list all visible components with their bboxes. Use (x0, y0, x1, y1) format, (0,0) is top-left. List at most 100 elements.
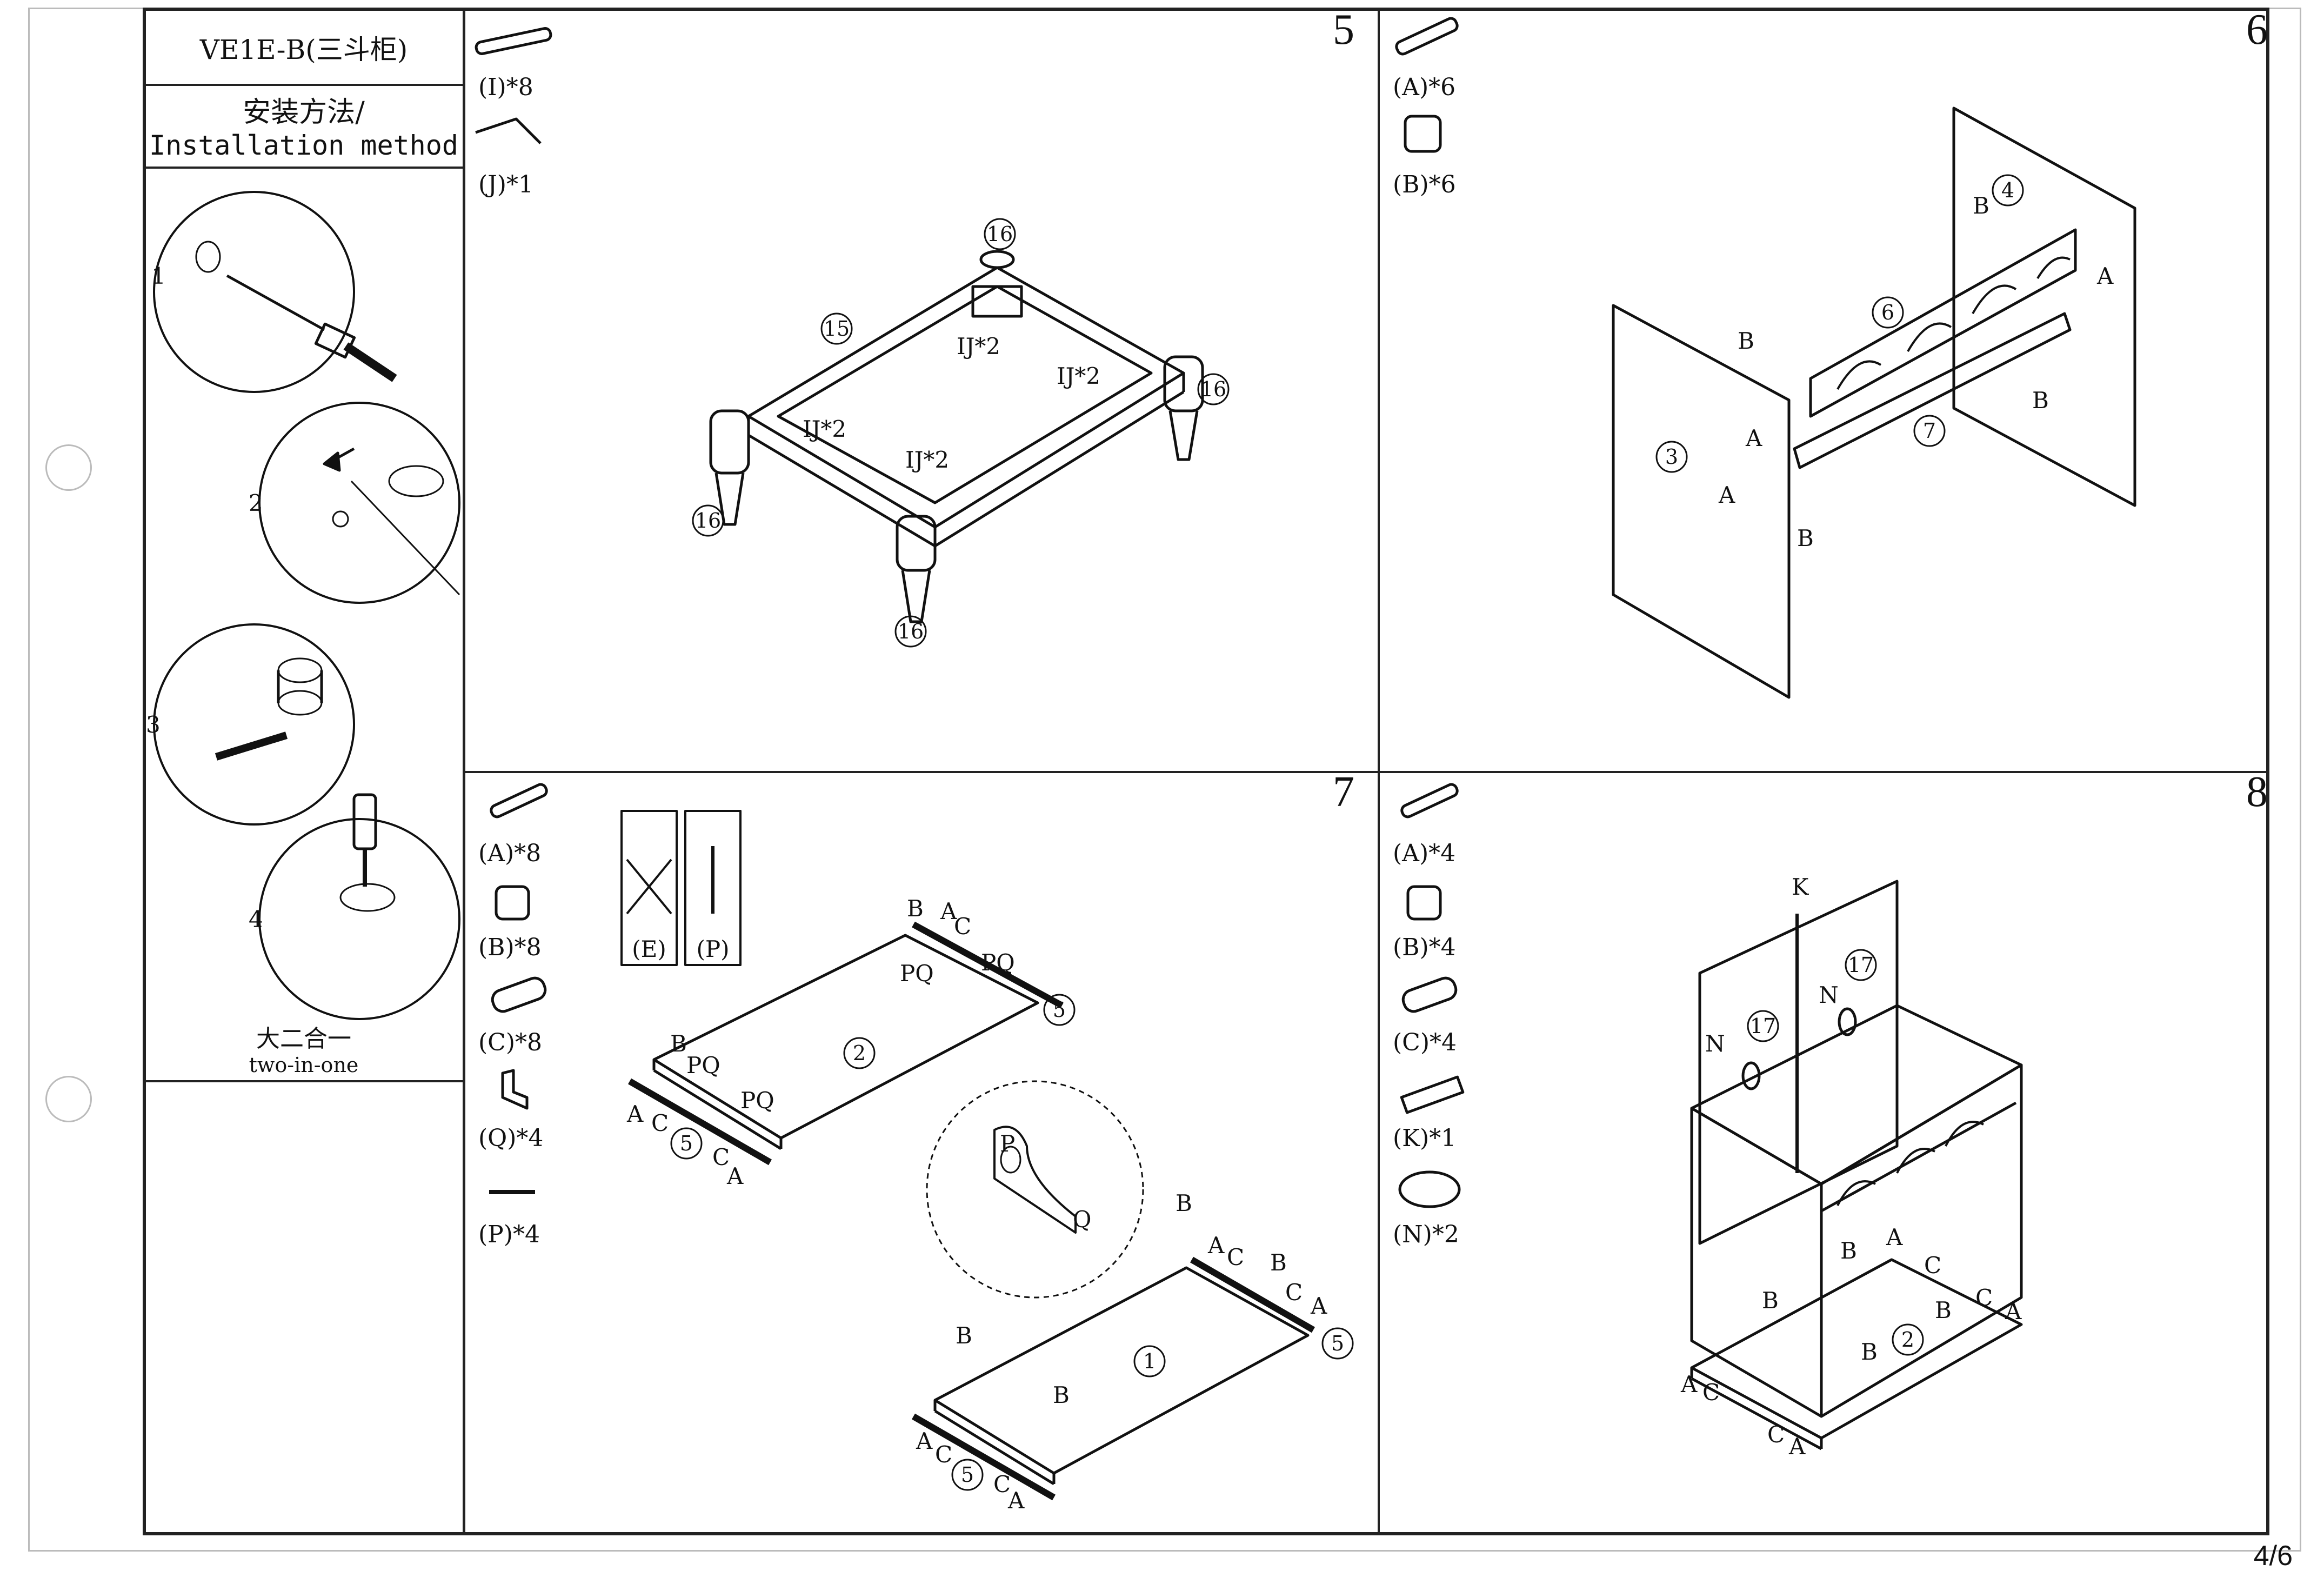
part-i-label: (I)*8 (478, 74, 533, 101)
s6-a-label-2: A (1745, 425, 1762, 451)
sidebar-divider-3 (143, 1080, 465, 1082)
step-number-7: 7 (1333, 768, 1354, 816)
s7-b-5: B (956, 1322, 972, 1349)
s7-part-2: 2 (853, 1041, 866, 1065)
s7-part-b-label: (B)*8 (478, 934, 542, 961)
s5-part-16-top: 16 (987, 222, 1013, 246)
caption-en: two-in-one (249, 1053, 359, 1077)
s5-part-16-right: 16 (1200, 377, 1226, 401)
s7-pq-4: PQ (740, 1087, 774, 1114)
detail-step-1-label: 1 (151, 263, 166, 289)
s7-c-6: C (935, 1441, 952, 1468)
allen-key-j-icon (475, 117, 542, 144)
s8-b-2: B (1840, 1237, 1857, 1264)
s8-n-label-2: N (1705, 1030, 1725, 1057)
s7-pq-1: PQ (900, 960, 934, 987)
s6-b-label-3: B (1797, 525, 1814, 551)
s8-part-n-label: (N)*2 (1393, 1221, 1459, 1248)
s6-part-b-label: (B)*6 (1393, 171, 1456, 198)
s7-part-c-label: (C)*8 (478, 1029, 542, 1056)
detail-circle-4: 4 (249, 793, 460, 1020)
s7-p-detail: P (1000, 1130, 1015, 1157)
s8-dowel-icon (1401, 976, 1458, 1013)
s6-b-label-2: B (1738, 328, 1754, 354)
s8-cam-bolt-icon (1400, 783, 1459, 818)
s7-c-4: C (1227, 1244, 1244, 1270)
s8-c-3: C (1702, 1379, 1720, 1406)
step-number-8: 8 (2246, 768, 2268, 816)
method-title-en: Installation method (149, 130, 458, 161)
s8-c-2: C (1975, 1284, 1993, 1311)
s7-pq-2: PQ (981, 949, 1015, 976)
s8-b-3: B (1935, 1297, 1952, 1323)
s8-part-k-label: (K)*1 (1393, 1124, 1457, 1152)
s8-k-label: K (1792, 874, 1809, 900)
s8-a-2: A (2005, 1298, 2022, 1325)
part-j-label: (J)*1 (478, 171, 533, 198)
detail-step-3-label: 3 (146, 711, 161, 738)
s7-cam-bolt-icon (490, 783, 548, 818)
step-6-illustration: 3 4 6 7 B A B A A B B (1395, 17, 2136, 699)
s8-part-b-label: (B)*4 (1393, 934, 1456, 961)
detail-circle-3: 3 (146, 623, 355, 826)
s7-cam-lock-icon (495, 885, 530, 921)
s7-a-1: A (940, 898, 957, 924)
dowel-c-icon (491, 976, 547, 1013)
s5-part-16-bottom: 16 (898, 620, 924, 643)
binder-hole-bottom (45, 1076, 92, 1122)
s6-a-label-1: A (2096, 263, 2114, 289)
s8-b-4: B (1861, 1339, 1878, 1365)
rail-k-icon (1400, 1075, 1465, 1114)
divider-sidebar (463, 8, 465, 1535)
s8-a-4: A (1788, 1433, 1806, 1460)
caption-cn: 大二合一 (256, 1025, 351, 1053)
s7-b-6: B (1053, 1382, 1070, 1408)
cam-lock-b-icon (1404, 115, 1442, 153)
step-number-6: 6 (2246, 6, 2268, 54)
s6-part-4: 4 (2001, 178, 2014, 202)
box-p (684, 810, 742, 966)
method-title-cn: 安装方法/ (243, 96, 365, 129)
s7-b-4: B (1270, 1249, 1287, 1276)
s7-part-1: 1 (1143, 1349, 1156, 1373)
s7-c-3: C (712, 1144, 730, 1170)
s7-part-5-d: 5 (1331, 1332, 1344, 1355)
page-number: 4/6 (2253, 1540, 2293, 1572)
s7-part-5-b: 5 (1053, 998, 1066, 1022)
s7-b-2: B (670, 1030, 687, 1057)
instruction-sheet (28, 8, 2301, 1552)
s7-c-7: C (993, 1471, 1011, 1498)
s5-ij-label-left: IJ*2 (803, 416, 846, 442)
sidebar-divider-1 (143, 84, 465, 86)
detail-step-4-label: 4 (249, 906, 263, 933)
s7-part-5-a: 5 (680, 1132, 693, 1155)
step-5-illustration: 16 15 16 16 16 IJ*2 IJ*2 IJ*2 IJ*2 (475, 27, 1230, 648)
step-7-illustration: (E) (P) 2 1 5 5 5 5 B A C (489, 783, 1354, 1514)
s7-a-2: A (626, 1101, 644, 1127)
model-title: VE1E-B(三斗柜) (199, 34, 408, 65)
s7-a-6: A (916, 1428, 933, 1454)
s5-part-15: 15 (824, 317, 850, 341)
s8-a-3: A (1680, 1371, 1698, 1397)
s5-ij-label-top: IJ*2 (957, 333, 1000, 360)
s7-c-1: C (954, 913, 971, 940)
bracket-q-icon (501, 1069, 529, 1110)
detail-step-2-label: 2 (249, 490, 263, 516)
s8-part-c-label: (C)*4 (1393, 1029, 1457, 1056)
s7-c-5: C (1285, 1279, 1303, 1306)
detail-circle-2: 2 (249, 402, 460, 604)
s8-part-17-a: 17 (1848, 953, 1874, 977)
s8-n-label-1: N (1819, 982, 1839, 1008)
s8-cam-lock-icon (1406, 885, 1442, 921)
s7-a-7: A (1007, 1487, 1025, 1514)
s6-part-a-label: (A)*6 (1393, 74, 1456, 101)
s7-part-a-label: (A)*8 (478, 840, 542, 867)
s6-b-label-4: B (2032, 387, 2049, 414)
s6-b-label-1: B (1973, 192, 1989, 219)
screw-i-icon (475, 27, 552, 55)
grommet-n-icon (1398, 1170, 1461, 1208)
box-e-label: (E) (632, 936, 666, 962)
sidebar-divider-2 (143, 167, 465, 169)
s7-b-3: B (1176, 1190, 1192, 1216)
